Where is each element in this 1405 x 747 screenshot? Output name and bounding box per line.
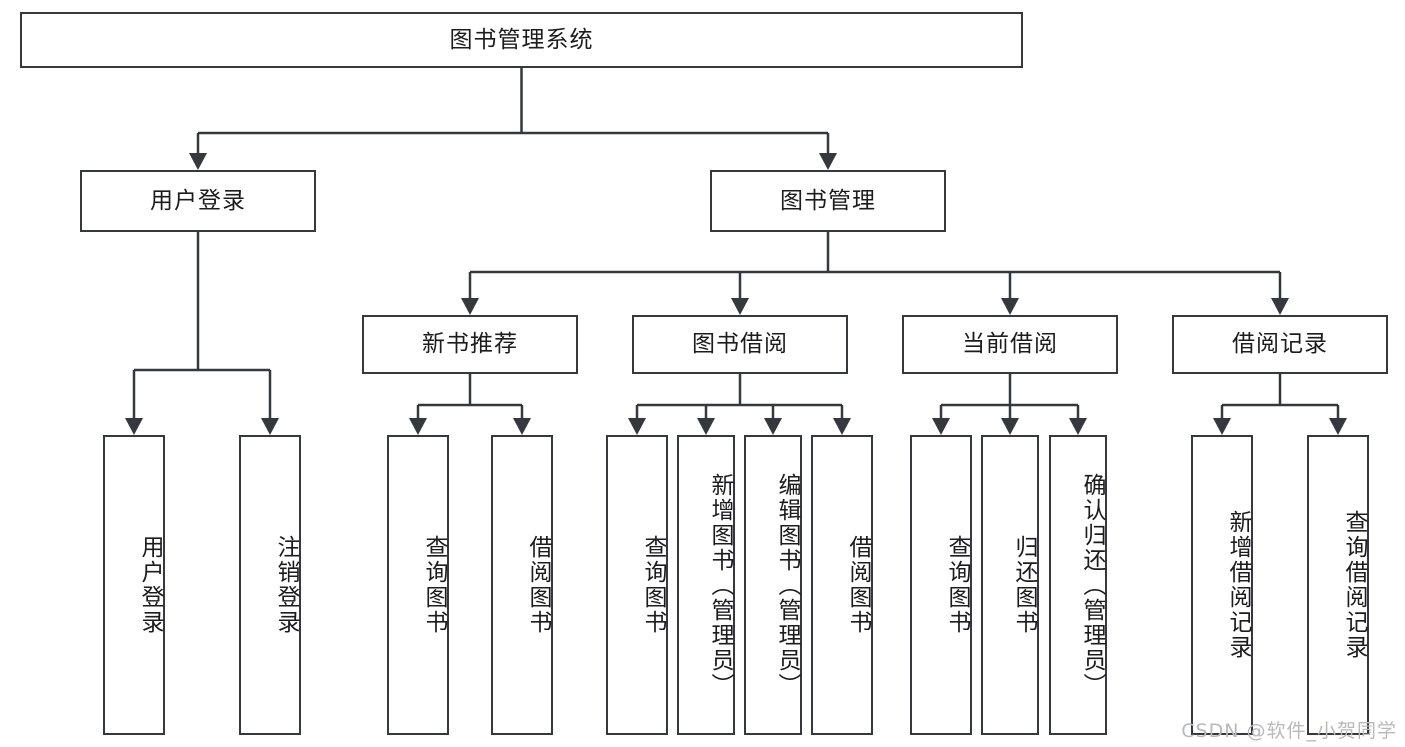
arrowhead-bb-2 (697, 418, 715, 435)
node-leaf-query-book-3[interactable]: 查询图书 (910, 435, 972, 735)
node-user-login-label: 用户登录 (150, 187, 246, 214)
node-leaf-query-book-1-label: 查询图书 (421, 535, 447, 635)
arrowhead-leaf-user-login (125, 418, 143, 435)
node-root-label: 图书管理系统 (449, 26, 594, 53)
node-leaf-confirm-return-label: 确认归还（管理员） (1079, 472, 1105, 698)
node-book-borrow-label: 图书借阅 (692, 331, 788, 357)
arrowhead-br-2 (1329, 418, 1347, 435)
node-leaf-logout-login-label: 注销登录 (273, 535, 299, 635)
node-book-manage[interactable]: 图书管理 (710, 170, 946, 232)
arrowhead-bb-1 (628, 418, 646, 435)
arrowhead-br-1 (1213, 418, 1231, 435)
node-borrow-record[interactable]: 借阅记录 (1172, 315, 1388, 374)
node-leaf-borrow-book-2-label: 借阅图书 (845, 535, 871, 635)
arrowhead-new-book (461, 298, 479, 315)
node-leaf-borrow-book-1-label: 借阅图书 (525, 535, 551, 635)
node-user-login[interactable]: 用户登录 (80, 170, 316, 232)
node-leaf-query-record[interactable]: 查询借阅记录 (1307, 435, 1369, 735)
node-leaf-return-book[interactable]: 归还图书 (981, 435, 1039, 735)
arrowhead-book-manage (819, 153, 837, 170)
node-book-manage-label: 图书管理 (780, 187, 876, 214)
node-leaf-add-book[interactable]: 新增图书（管理员） (677, 435, 735, 735)
arrowhead-user-login (189, 153, 207, 170)
node-leaf-query-book-3-label: 查询图书 (944, 535, 970, 635)
node-leaf-borrow-book-2[interactable]: 借阅图书 (811, 435, 873, 735)
arrowhead-bb-3 (764, 418, 782, 435)
node-leaf-user-login-label: 用户登录 (137, 535, 163, 635)
arrowhead-cb-2 (1001, 418, 1019, 435)
node-root[interactable]: 图书管理系统 (20, 12, 1023, 68)
node-leaf-edit-book[interactable]: 编辑图书（管理员） (744, 435, 802, 735)
node-book-borrow[interactable]: 图书借阅 (632, 315, 848, 374)
arrowhead-leaf-logout (261, 418, 279, 435)
node-leaf-add-book-label: 新增图书（管理员） (707, 472, 733, 698)
node-current-borrow[interactable]: 当前借阅 (902, 315, 1118, 374)
node-leaf-user-login[interactable]: 用户登录 (103, 435, 165, 735)
node-new-book-recommend-label: 新书推荐 (422, 331, 518, 357)
node-leaf-add-record[interactable]: 新增借阅记录 (1191, 435, 1253, 735)
node-leaf-confirm-return[interactable]: 确认归还（管理员） (1049, 435, 1107, 735)
node-borrow-record-label: 借阅记录 (1232, 331, 1328, 357)
node-leaf-query-book-2[interactable]: 查询图书 (606, 435, 668, 735)
node-leaf-add-record-label: 新增借阅记录 (1225, 510, 1251, 660)
arrowhead-cb-1 (932, 418, 950, 435)
node-leaf-borrow-book-1[interactable]: 借阅图书 (491, 435, 553, 735)
arrowhead-nb-2 (513, 418, 531, 435)
node-leaf-query-book-1[interactable]: 查询图书 (387, 435, 449, 735)
node-leaf-return-book-label: 归还图书 (1011, 535, 1037, 635)
node-current-borrow-label: 当前借阅 (962, 331, 1058, 357)
arrowhead-nb-1 (409, 418, 427, 435)
arrowhead-book-borrow (731, 298, 749, 315)
node-leaf-query-record-label: 查询借阅记录 (1341, 510, 1367, 660)
node-new-book-recommend[interactable]: 新书推荐 (362, 315, 578, 374)
node-leaf-edit-book-label: 编辑图书（管理员） (774, 472, 800, 698)
node-leaf-query-book-2-label: 查询图书 (640, 535, 666, 635)
arrowhead-borrow-record (1271, 298, 1289, 315)
arrowhead-current-borrow (1001, 298, 1019, 315)
arrowhead-bb-4 (833, 418, 851, 435)
node-leaf-logout-login[interactable]: 注销登录 (239, 435, 301, 735)
arrowhead-cb-3 (1069, 418, 1087, 435)
